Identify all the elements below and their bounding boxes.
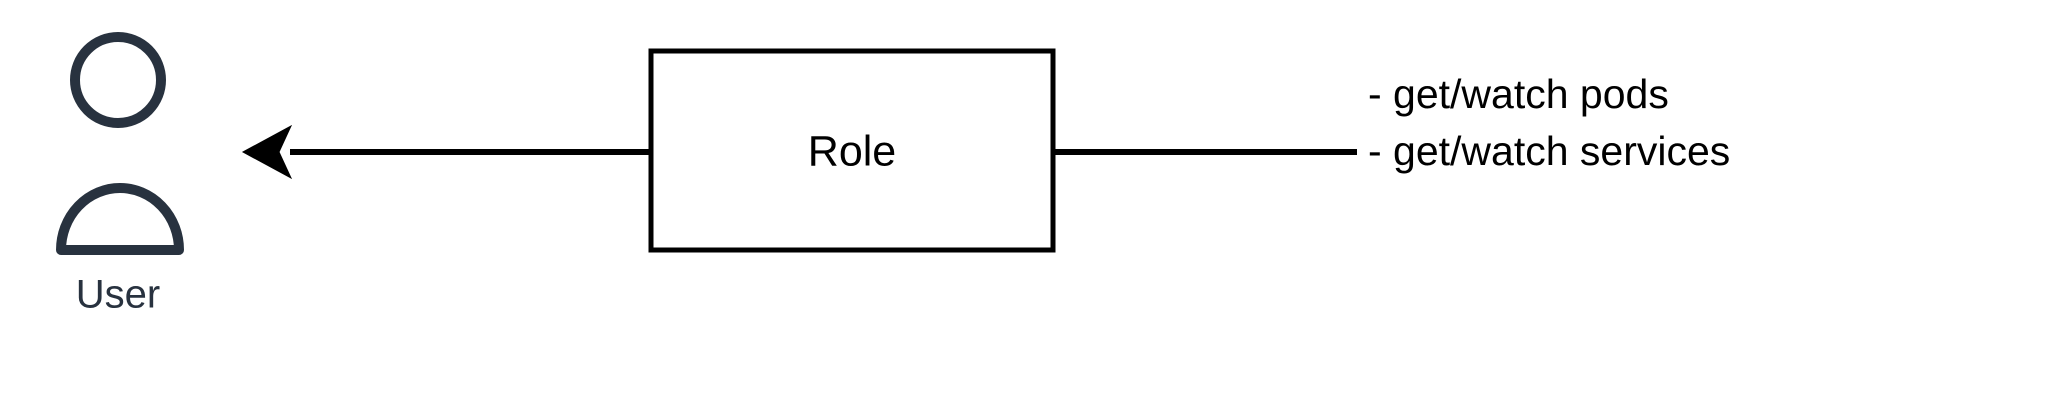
role-box-label: Role bbox=[808, 127, 896, 175]
user-body-icon bbox=[56, 183, 184, 255]
actor-label-user: User bbox=[76, 273, 160, 317]
permissions-list: - get/watch pods - get/watch services bbox=[1368, 71, 1730, 174]
user-head-icon bbox=[70, 32, 166, 128]
role-to-user-arrow bbox=[241, 124, 651, 180]
permission-item-pods: - get/watch pods bbox=[1368, 71, 1669, 117]
arrowhead-icon bbox=[241, 124, 293, 180]
permission-item-services: - get/watch services bbox=[1368, 128, 1730, 174]
node-role[interactable]: Role bbox=[648, 48, 1056, 253]
user-person-icon bbox=[56, 32, 184, 255]
